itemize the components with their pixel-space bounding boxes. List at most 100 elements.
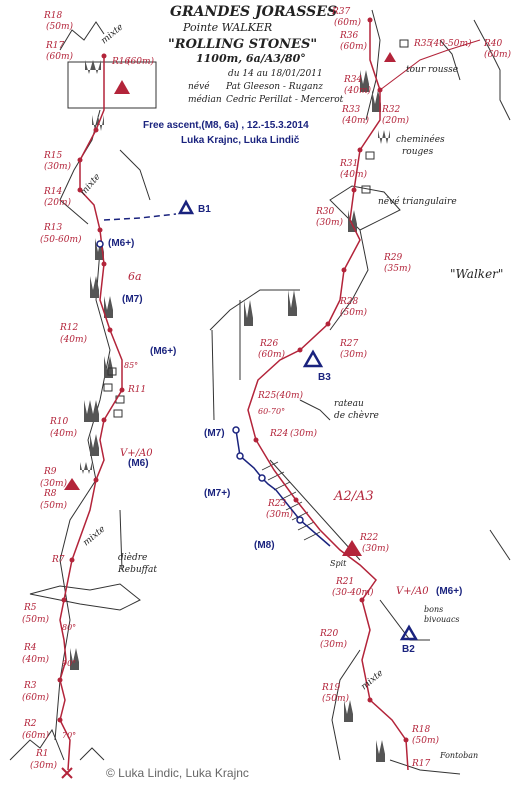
bivouac-b3-label: B3: [318, 372, 331, 383]
pitch-left-r4-len: (40m): [22, 654, 49, 665]
grade-v-a0-left: V+/A0: [120, 448, 153, 459]
lower-block-top: [209, 289, 300, 331]
party-1-label: névé: [188, 81, 210, 92]
bivouac-b1-label: B1: [198, 204, 211, 215]
right-edge: [489, 529, 511, 561]
rock-block: [344, 700, 353, 722]
grade-m7-a: (M7): [122, 294, 143, 305]
belay-dot: [367, 697, 373, 703]
snow-patch: [399, 39, 409, 48]
note-bons: bons: [424, 605, 443, 614]
pitch-left-r7: R7: [51, 555, 65, 565]
free-belay-dot: [96, 240, 104, 248]
belay-dot: [93, 127, 99, 133]
grade-m8: (M8): [254, 540, 275, 551]
belay-dot: [367, 17, 373, 23]
party-2-label: médian: [188, 94, 222, 105]
rock-block: [244, 300, 253, 326]
pitch-left-r2: R2: [23, 719, 37, 729]
rock-block: [90, 434, 99, 456]
note-neve-triangulaire: névé triangulaire: [378, 196, 457, 207]
pitch-right-r40: R40: [483, 39, 503, 49]
pitch-right-r27: R27: [339, 339, 359, 349]
bivouac-tent-icon: [114, 80, 130, 94]
note-rateau: rateau: [334, 399, 364, 409]
pitch-right-r21: R21: [335, 577, 354, 587]
rock-block: [84, 400, 99, 422]
party-1-names: Pat Gleeson - Ruganz: [225, 82, 323, 92]
note-diedre: dièdre: [118, 552, 147, 563]
right-ridge: [473, 19, 511, 121]
note-bivouac: bivouacs: [424, 615, 460, 624]
belay-dot: [403, 737, 409, 743]
rock-block: [376, 740, 385, 762]
route-name: "ROLLING STONES": [168, 37, 317, 52]
note-walker: "Walker": [450, 267, 503, 281]
bivouac-tent-icon: [64, 478, 80, 490]
rock-block: [90, 276, 99, 298]
pitch-left-r3: R3: [23, 681, 37, 691]
pitch-right-r17: R17: [411, 759, 431, 769]
pitch-right-r31-len: (40m): [340, 169, 367, 180]
free-belay-dot: [296, 516, 304, 524]
first-ascent-dates: du 14 au 18/01/2011: [228, 69, 323, 79]
pitch-left-r12-len: (40m): [60, 334, 87, 345]
lower-block-left: [211, 329, 215, 421]
rock-block: [348, 210, 357, 232]
grade-v-a0-right: V+/A0: [396, 586, 429, 597]
walker-spur-edge: [329, 229, 369, 331]
bivouac-triangle-b2: [399, 624, 419, 641]
bivouac-tent-icon: [342, 540, 362, 556]
belay-dot: [357, 147, 363, 153]
pitch-right-r28: R28: [339, 297, 359, 307]
rock-block: [288, 290, 297, 316]
snow-patch: [361, 185, 371, 194]
pitch-left-r14-len: (20m): [44, 197, 71, 208]
ridge-line: [119, 149, 151, 201]
rateau-edge: [299, 399, 331, 421]
belay-dot: [93, 477, 99, 483]
note-rebuffat: Rebuffat: [117, 565, 157, 575]
belay-dot: [101, 417, 107, 423]
free-ascent-line-1: Free ascent,(M8, 6a) , 12.-15.3.2014: [143, 120, 309, 131]
belay-dot: [107, 327, 113, 333]
pitch-left-r13-len: (50-60m): [40, 234, 82, 245]
pitch-left-r1: R1: [35, 749, 49, 759]
start-marker: [61, 767, 73, 779]
pitch-right-r31: R31: [339, 159, 358, 169]
base-ridge-left: [9, 728, 65, 761]
belay-dot: [341, 267, 347, 273]
bivouac-triangle-b1: [177, 199, 195, 215]
belay-stations: [57, 17, 409, 743]
grade-labels: (M6+) 6a (M7) (M6+) V+/A0 (M6) (M7) (M7+…: [62, 238, 462, 740]
pitch-right-r24-len: (30m): [290, 428, 317, 439]
pitch-left-r15-len: (30m): [44, 161, 71, 172]
pitch-right-r18: R18: [411, 725, 431, 735]
pitch-left-r8: R8: [43, 489, 57, 499]
pitch-right-r35: R35: [413, 39, 433, 49]
right-pitch-labels: R37 (60m) R36 (60m) R35 (40-50m) R40 (60…: [257, 7, 511, 769]
belay-dot: [377, 87, 383, 93]
pitch-left-r2-len: (60m): [22, 730, 49, 741]
tour-rousse-outline: [439, 39, 461, 81]
lower-right-edge: [331, 649, 361, 761]
bivouac-triangle-b3: [302, 349, 324, 368]
note-tour-rousse: tour rousse: [406, 65, 458, 75]
belay-dot: [77, 157, 83, 163]
angle-90: 90°: [62, 659, 76, 668]
rock-block: [70, 648, 79, 670]
belay-dot: [253, 437, 259, 443]
pitch-left-r3-len: (60m): [22, 692, 49, 703]
pitch-right-r22-len: (30m): [362, 543, 389, 554]
left-rock-blocks: [70, 60, 113, 670]
belay-dot: [61, 597, 67, 603]
route-grade: 1100m, 6a/A3/80°: [196, 52, 306, 65]
free-ascent-belays: [96, 240, 304, 524]
rebuffat-ledge: [29, 583, 141, 611]
pitch-right-r40-len: (60m): [484, 49, 511, 60]
belay-dot: [101, 261, 107, 267]
summit-ridge: [59, 21, 105, 51]
mountain-title: GRANDES JORASSES: [170, 4, 337, 20]
pitch-left-r9: R9: [43, 467, 57, 477]
pitch-left-r15: R15: [43, 151, 63, 161]
